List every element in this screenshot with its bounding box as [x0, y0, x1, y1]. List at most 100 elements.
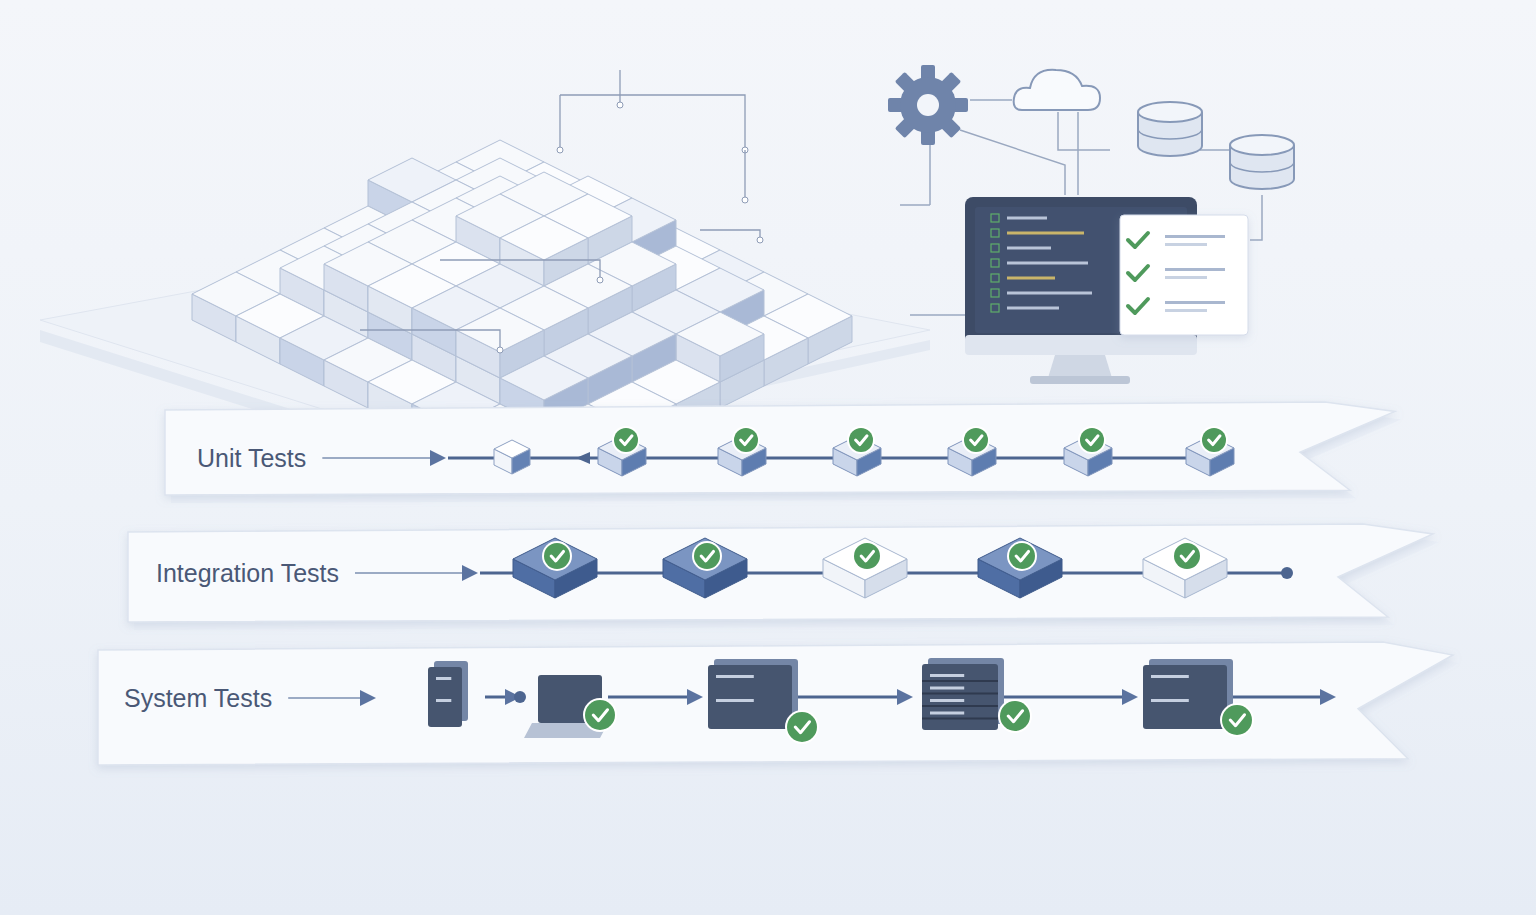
check-mark	[1209, 436, 1220, 445]
cube	[598, 436, 646, 476]
server-front	[428, 667, 462, 727]
server-side	[1149, 659, 1233, 723]
cube-top	[598, 436, 646, 460]
cube-right	[555, 559, 597, 598]
check-mark	[593, 710, 607, 721]
server-front	[922, 664, 998, 730]
cube-top	[1186, 436, 1234, 460]
check-badge	[849, 428, 873, 452]
wire	[744, 150, 745, 200]
flow-line	[790, 696, 897, 699]
cube-left	[494, 449, 512, 474]
gear-body	[900, 77, 956, 133]
connector-line	[1058, 112, 1110, 150]
cube	[494, 440, 530, 474]
code-box	[991, 304, 999, 312]
check-ring	[998, 699, 1032, 733]
wire	[560, 95, 745, 150]
gear-hole	[917, 94, 939, 116]
check-badge	[585, 700, 615, 730]
monitor-stand	[1048, 355, 1112, 378]
check-mark	[621, 436, 632, 445]
cube-top	[500, 216, 588, 260]
arrow-head	[897, 689, 913, 705]
server-led-bar	[436, 699, 451, 702]
cube	[823, 538, 907, 598]
checklist-line	[1165, 301, 1225, 304]
checklist-tick	[1128, 233, 1148, 247]
cube-top	[588, 242, 676, 286]
flow-line	[608, 696, 687, 699]
check-mark	[741, 436, 752, 445]
cube-top	[663, 538, 747, 580]
chain-line	[448, 457, 1215, 460]
cube-top	[1064, 436, 1112, 460]
wire	[700, 230, 760, 240]
code-box	[991, 274, 999, 282]
cube	[978, 538, 1062, 598]
cube-right	[705, 559, 747, 598]
integration-row	[355, 538, 1293, 598]
server-led-bar	[930, 674, 964, 677]
cube-right	[972, 448, 996, 476]
check-ring	[542, 541, 572, 571]
cube-left	[823, 559, 865, 598]
test-band: System Tests	[98, 640, 1453, 765]
server-led-bar	[716, 699, 754, 702]
band-label: Integration Tests	[156, 559, 339, 588]
code-box	[991, 229, 999, 237]
db-top	[1138, 102, 1202, 122]
code-line	[1007, 292, 1092, 295]
chain-arrow	[576, 452, 590, 464]
wire	[440, 260, 600, 280]
test-band: Unit Tests	[165, 400, 1395, 495]
server-led-bar	[1151, 699, 1189, 702]
chain-line	[480, 572, 1287, 575]
check-mark	[795, 722, 809, 733]
check-mark	[1087, 436, 1098, 445]
cube-left	[1143, 559, 1185, 598]
db-band	[1138, 129, 1202, 139]
cube-left	[948, 448, 972, 476]
server-slot	[922, 718, 998, 720]
band-shape	[165, 400, 1395, 495]
checklist-line	[1165, 309, 1207, 312]
check-ring	[1007, 541, 1037, 571]
laptop-screen	[538, 675, 602, 723]
check-badge	[1080, 428, 1104, 452]
wire-dot	[742, 197, 748, 203]
arrow-head	[1320, 689, 1336, 705]
cube-left	[718, 448, 742, 476]
cube	[1064, 436, 1112, 476]
checklist-line	[1165, 235, 1225, 238]
cube-top	[718, 436, 766, 460]
server-slot	[922, 705, 998, 707]
lead-line	[322, 457, 430, 459]
lead-line	[288, 697, 360, 699]
band-label: System Tests	[124, 684, 272, 713]
check-badge	[854, 543, 880, 569]
checklist-line	[1165, 243, 1207, 246]
server-led-bar	[436, 677, 451, 680]
check-ring	[962, 426, 990, 454]
check-badge	[544, 543, 570, 569]
check-mark	[701, 551, 713, 560]
cube-top	[513, 538, 597, 580]
check-mark	[856, 436, 867, 445]
arrow-head	[430, 450, 446, 466]
server-led-bar	[716, 675, 754, 678]
check-ring	[785, 710, 819, 744]
cloud-icon	[1014, 70, 1100, 110]
arrow-head	[462, 565, 478, 581]
arrow-head	[505, 689, 521, 705]
cube-right	[1088, 448, 1112, 476]
flow-line	[485, 696, 505, 699]
arrow-head	[687, 689, 703, 705]
db-band	[1230, 162, 1294, 172]
code-line	[1007, 307, 1059, 310]
cube	[948, 436, 996, 476]
check-badge	[964, 428, 988, 452]
check-ring	[732, 426, 760, 454]
checklist-tick	[1128, 266, 1148, 280]
check-ring	[612, 426, 640, 454]
